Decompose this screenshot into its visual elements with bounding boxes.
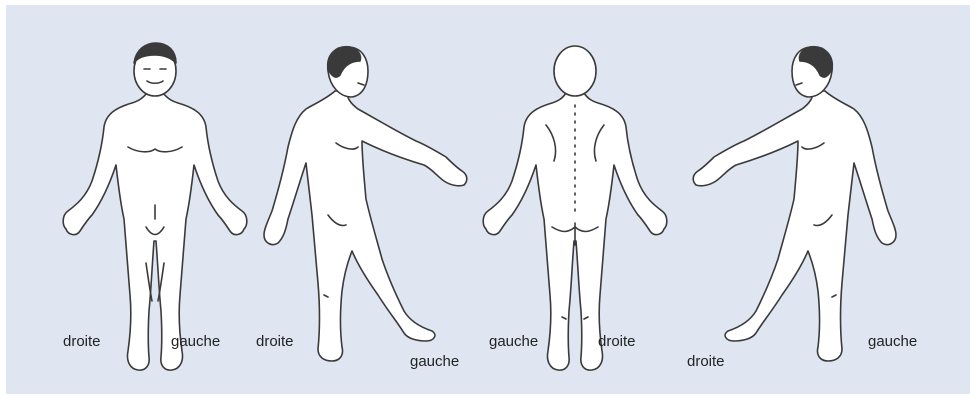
right-side-right-label: droite: [256, 333, 294, 350]
back-right-label: droite: [598, 333, 636, 350]
back-left-label: gauche: [489, 333, 538, 350]
front-left-label: gauche: [171, 333, 220, 350]
front-right-label: droite: [63, 333, 101, 350]
left-side-left-label: gauche: [868, 333, 917, 350]
body-diagram-svg: [6, 5, 970, 394]
diagram-panel: droite gauche droite gauche gauche droit…: [6, 5, 970, 394]
left-side-right-label: droite: [687, 353, 725, 370]
right-side-left-label: gauche: [410, 353, 459, 370]
